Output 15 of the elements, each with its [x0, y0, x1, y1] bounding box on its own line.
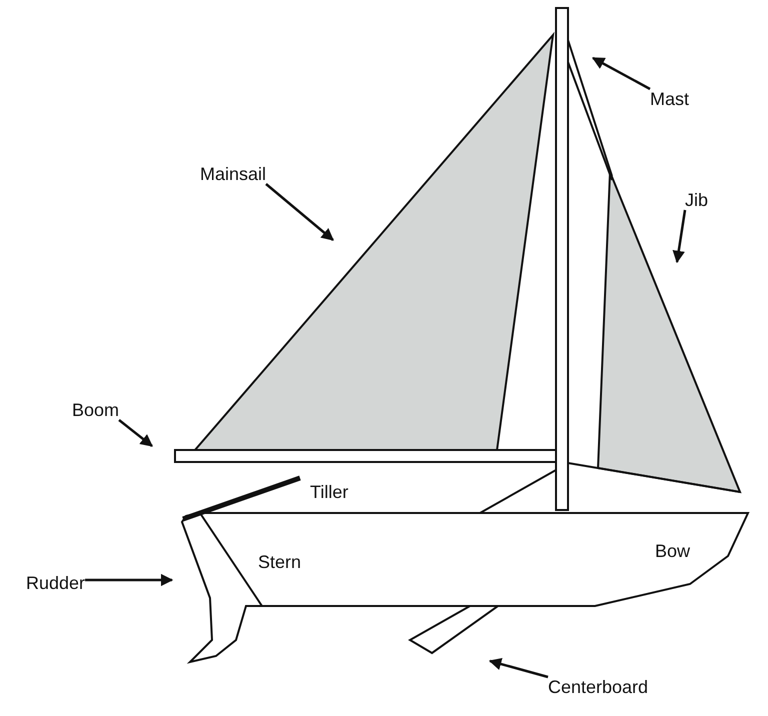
leader-arrow: [592, 56, 651, 90]
part-label: Centerboard: [548, 677, 648, 697]
leader-arrow: [118, 419, 153, 447]
part-label: Stern: [258, 552, 302, 572]
part-label: Tiller: [310, 482, 348, 502]
leader-arrow: [85, 574, 174, 586]
part-label: Rudder: [26, 573, 86, 593]
leader-arrow: [672, 210, 686, 264]
part-label: Boom: [72, 400, 120, 420]
part-label: Mainsail: [200, 164, 266, 184]
part-label: Jib: [685, 190, 708, 210]
leader-arrow: [488, 658, 548, 678]
part-label: Mast: [650, 89, 690, 109]
part-label: Bow: [655, 541, 690, 561]
leader-arrow: [265, 183, 334, 241]
